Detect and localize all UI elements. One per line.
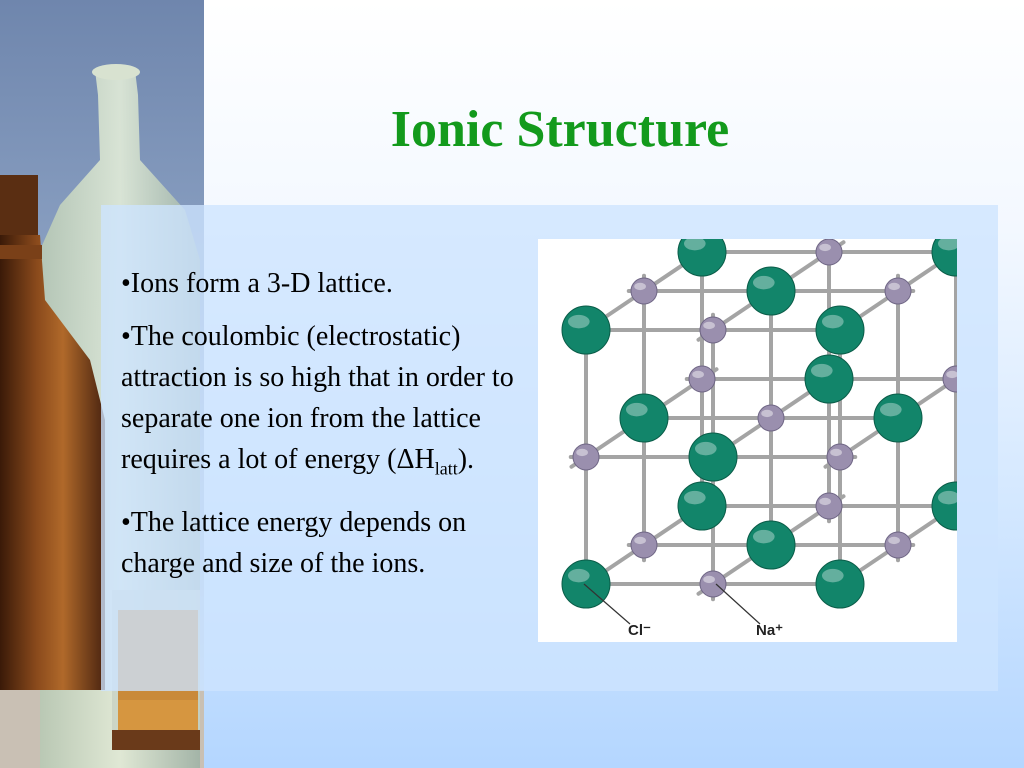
bullet-text: •The coulombic (electrostatic) attractio… [121,321,514,475]
ion-highlight [568,568,590,583]
delta-h-tail: ). [457,444,475,475]
na-ion [884,531,912,559]
bullet-list: •Ions form a 3-D lattice. •The coulombic… [121,263,541,596]
ion-highlight [819,497,831,506]
ion-highlight [692,370,704,379]
cl-ion [873,393,923,443]
ion-highlight [576,448,588,457]
ion-highlight [684,236,706,251]
cl-ion [746,266,796,316]
ion-highlight [938,236,960,251]
bullet-item: •The coulombic (electrostatic) attractio… [121,316,541,490]
ion-highlight [703,321,715,330]
ion-highlight [822,314,844,329]
ion-highlight [880,402,902,417]
ion-highlight [761,409,773,418]
lattice-diagram: Cl⁻ Na⁺ [561,227,981,639]
ion-highlight [888,536,900,545]
cl-ion [931,481,981,531]
na-ion [630,531,658,559]
ion-highlight [888,282,900,291]
cl-ion [746,520,796,570]
cl-ion [815,305,865,355]
ion-highlight [830,448,842,457]
ion-highlight [684,490,706,505]
na-ion [688,365,716,393]
ion-highlight [811,363,833,378]
na-label: Na⁺ [756,622,783,639]
na-ion [699,570,727,598]
ion-highlight [946,370,958,379]
cl-ion [561,305,611,355]
ion-highlight [753,529,775,544]
nacl-lattice-figure: Cl⁻ Na⁺ [538,227,981,642]
cl-ion [804,354,854,404]
na-ion [757,404,785,432]
cl-pointer-line [583,583,631,625]
delta-h-symbol: ΔH [396,444,435,475]
na-pointer-line [715,583,761,625]
ion-highlight [938,490,960,505]
ion-highlight [568,314,590,329]
na-ion [699,316,727,344]
ion-highlight [626,402,648,417]
ion-highlight [634,536,646,545]
cl-label: Cl⁻ [628,622,651,639]
ion-highlight [703,575,715,584]
ion-highlight [695,441,717,456]
ion-highlight [753,275,775,290]
na-ion [815,238,843,266]
ion-highlight [819,243,831,252]
bullet-item: •Ions form a 3-D lattice. [121,263,541,304]
cl-ion [619,393,669,443]
delta-h-subscript: latt [434,458,458,479]
slide-title: Ionic Structure [390,101,730,158]
cl-ion [815,559,865,609]
bullet-item: •The lattice energy depends on charge an… [121,502,541,584]
na-ion [826,443,854,471]
na-ion [630,277,658,305]
na-ion [572,443,600,471]
na-ion [884,277,912,305]
cl-ion [677,481,727,531]
na-ion [815,492,843,520]
ion-highlight [634,282,646,291]
bullet-text: •The lattice energy depends on charge an… [121,506,467,579]
cl-ion [688,432,738,482]
bullet-text: •Ions form a 3-D lattice. [121,268,393,299]
ion-highlight [822,568,844,583]
